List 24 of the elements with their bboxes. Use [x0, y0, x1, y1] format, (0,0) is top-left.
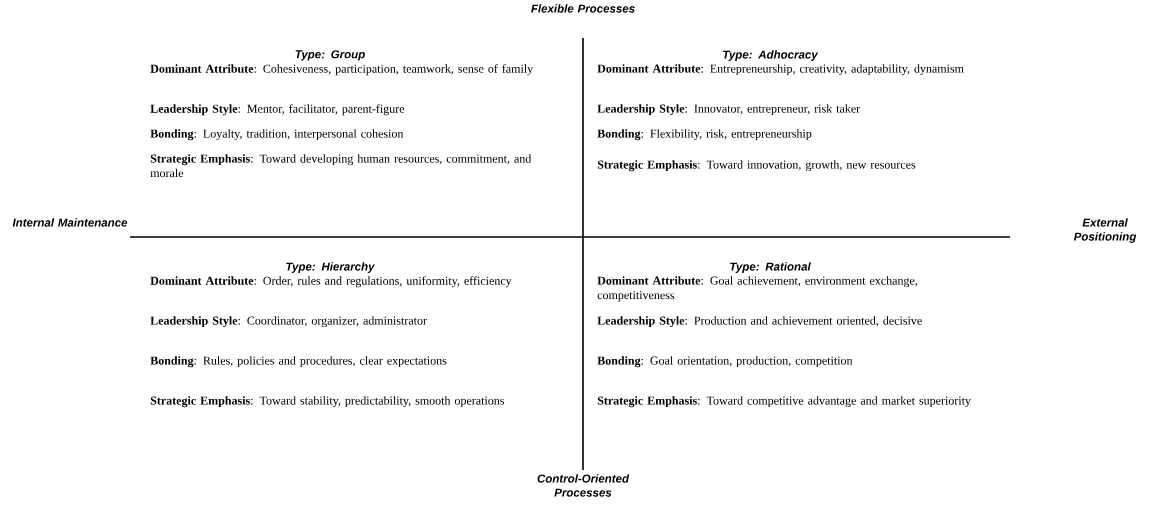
- attribute-text: Bonding: Loyalty, tradition, interpersonal cohesion: [150, 129, 404, 141]
- axis-label: Flexible Processes: [531, 4, 635, 13]
- attribute-text: Strategic Emphasis: Toward competitive advantage and market superiority: [597, 396, 971, 408]
- quadrant-title: Type: Adhocracy: [723, 50, 819, 61]
- quadrant-title: Type: Group: [295, 50, 365, 61]
- attribute-text: Leadership Style: Production and achievement oriented, decisive: [597, 316, 922, 328]
- attribute-text: Bonding: Flexibility, risk, entrepreneurship: [597, 129, 812, 141]
- attribute-text: Bonding: Rules, policies and procedures, clear expectations: [150, 356, 447, 368]
- quadrant-title: Type: Rational: [730, 262, 811, 273]
- attribute-text: Dominant Attribute: Order, rules and regulations, uniformity, efficiency: [150, 276, 512, 288]
- attribute-text: Strategic Emphasis: Toward stability, predictability, smooth operations: [150, 396, 505, 408]
- attribute-text: Bonding: Goal orientation, production, competition: [597, 356, 853, 368]
- quadrant-title: Type: Hierarchy: [286, 262, 375, 273]
- axis-label: Internal Maintenance: [12, 218, 128, 227]
- axis-label: Control-Oriented Processes: [537, 474, 630, 497]
- attribute-text: Leadership Style: Innovator, entrepreneur, risk taker: [597, 104, 861, 116]
- attribute-text: Dominant Attribute: Goal achievement, environment exchange, competitiveness: [597, 276, 918, 302]
- attribute-text: Dominant Attribute: Cohesiveness, participation, teamwork, sense of family: [150, 64, 534, 76]
- attribute-text: Leadership Style: Coordinator, organizer, administrator: [150, 316, 427, 328]
- attribute-text: Strategic Emphasis: Toward developing human resources, commitment, and morale: [150, 154, 532, 178]
- attribute-text: Dominant Attribute: Entrepreneurship, creativity, adaptability, dynamism: [597, 64, 964, 76]
- attribute-text: Strategic Emphasis: Toward innovation, growth, new resources: [597, 160, 916, 172]
- attribute-text: Leadership Style: Mentor, facilitator, parent-figure: [150, 104, 405, 116]
- axis-label: External Positioning: [1073, 218, 1137, 243]
